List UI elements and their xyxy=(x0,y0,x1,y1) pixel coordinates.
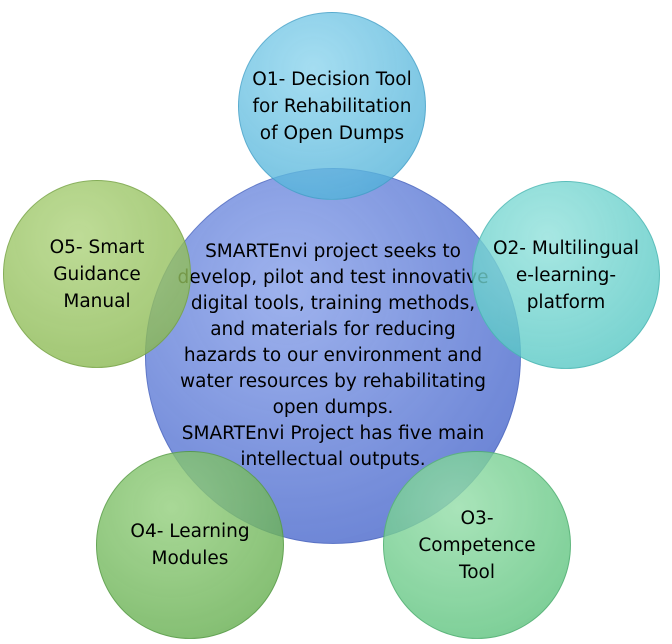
output-circle-o3: O3- Competence Tool xyxy=(383,451,571,639)
output-label-o2: O2- Multilingual e-learning-platform xyxy=(492,237,640,313)
output-label-o3: O3- Competence Tool xyxy=(418,507,536,583)
center-text: SMARTEnvi project seeks to develop, pilo… xyxy=(177,241,489,470)
output-circle-o5: O5- Smart Guidance Manual xyxy=(3,180,191,368)
output-label-o4: O4- Learning Modules xyxy=(130,521,250,569)
output-label-o1: O1- Decision Tool for Rehabilitation of … xyxy=(252,68,412,144)
output-circle-o4: O4- Learning Modules xyxy=(96,451,284,639)
output-circle-o2: O2- Multilingual e-learning-platform xyxy=(472,181,660,369)
output-label-o5: O5- Smart Guidance Manual xyxy=(49,236,145,312)
output-circle-o1: O1- Decision Tool for Rehabilitation of … xyxy=(238,12,426,200)
